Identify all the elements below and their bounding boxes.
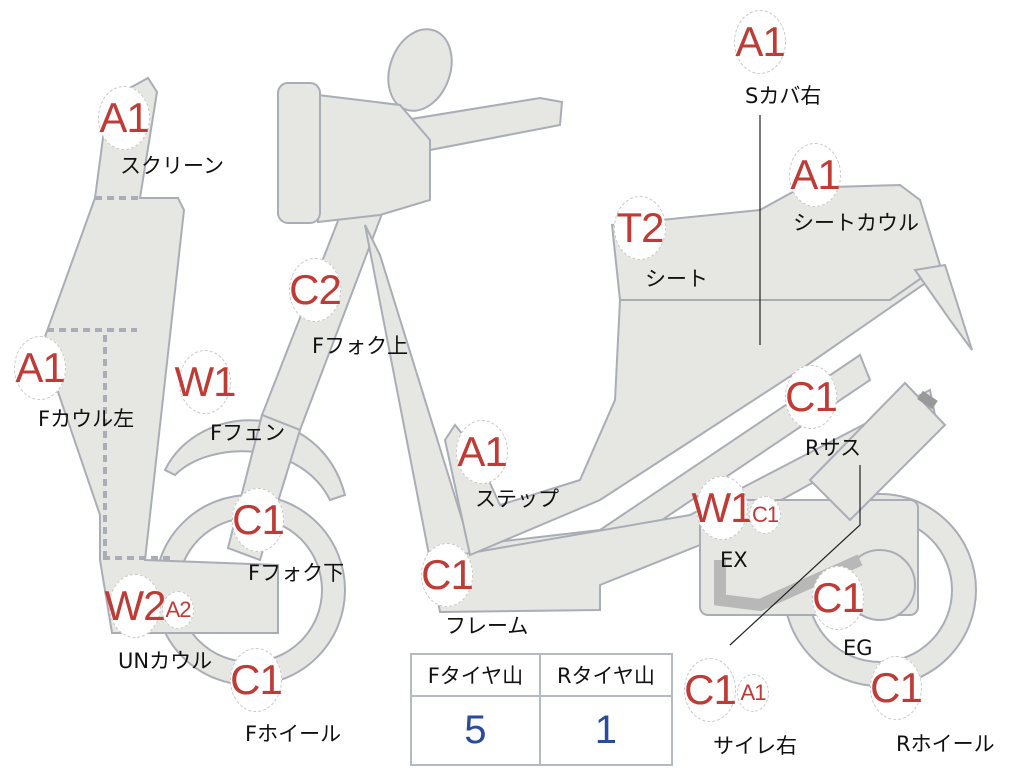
damage-code-badge: C1 bbox=[812, 566, 865, 630]
damage-code-badge: C1 bbox=[749, 496, 781, 534]
damage-code-badge: C2 bbox=[289, 258, 342, 322]
part-label-engine: EG bbox=[843, 636, 873, 660]
part-label-exhaust: EX bbox=[720, 548, 748, 572]
part-label-front-wheel: Fホイール bbox=[245, 722, 342, 746]
part-label-front-fork-upper: Fフォク上 bbox=[312, 334, 409, 358]
part-label-front-cowl-left: Fカウル左 bbox=[38, 407, 135, 431]
part-label-under-cowl: UNカウル bbox=[118, 649, 213, 673]
rear-tire-header: Rタイヤ山 bbox=[538, 653, 674, 697]
part-label-front-fender: Fフェン bbox=[210, 421, 286, 445]
damage-code-badge: A1 bbox=[734, 10, 786, 74]
front-tire-header: Fタイヤ山 bbox=[410, 653, 541, 697]
part-label-rear-wheel: Rホイール bbox=[896, 732, 995, 756]
damage-code-badge: A1 bbox=[98, 86, 150, 150]
part-label-muffler-right: サイレ右 bbox=[713, 734, 797, 758]
damage-code-badge: A1 bbox=[456, 420, 508, 484]
damage-code-badge: A2 bbox=[162, 591, 194, 629]
front-tire-value: 5 bbox=[410, 695, 541, 766]
front-fender-shape bbox=[163, 419, 347, 502]
damage-code-badge: C1 bbox=[870, 656, 923, 720]
part-label-seat: シート bbox=[645, 267, 708, 291]
part-label-step: ステップ bbox=[475, 487, 559, 511]
part-label-front-fork-lower: Fフォク下 bbox=[248, 561, 345, 585]
part-label-side-cover-right: Sカバ右 bbox=[745, 84, 822, 108]
damage-code-badge: T2 bbox=[614, 196, 666, 260]
damage-code-badge: C1 bbox=[785, 365, 838, 429]
damage-code-badge: W1 bbox=[175, 350, 237, 414]
damage-code-badge: C1 bbox=[232, 488, 285, 552]
damage-code-badge: W2 bbox=[105, 574, 167, 638]
mirror-shape bbox=[387, 28, 453, 112]
part-label-frame: フレーム bbox=[445, 614, 529, 638]
damage-code-badge: W1 bbox=[692, 476, 754, 540]
part-label-screen: スクリーン bbox=[120, 154, 224, 178]
rear-cowl-tail bbox=[913, 263, 973, 351]
damage-code-badge: C1 bbox=[421, 543, 474, 607]
damage-code-badge: C1 bbox=[684, 658, 737, 722]
rear-shock-shape bbox=[808, 381, 947, 522]
front-cowl-shape bbox=[40, 76, 279, 634]
part-label-rear-suspension: Rサス bbox=[805, 436, 862, 460]
rear-tire-value: 1 bbox=[538, 695, 674, 766]
damage-code-badge: A1 bbox=[14, 336, 66, 400]
damage-code-badge: A1 bbox=[789, 143, 841, 207]
tire-tread-table: Fタイヤ山 Rタイヤ山 5 1 bbox=[410, 653, 674, 766]
part-label-seat-cowl: シートカウル bbox=[793, 211, 919, 235]
headlight-shape bbox=[317, 93, 431, 224]
damage-code-badge: C1 bbox=[230, 648, 283, 712]
seat-shape bbox=[610, 183, 942, 301]
damage-code-badge: A1 bbox=[737, 674, 769, 712]
